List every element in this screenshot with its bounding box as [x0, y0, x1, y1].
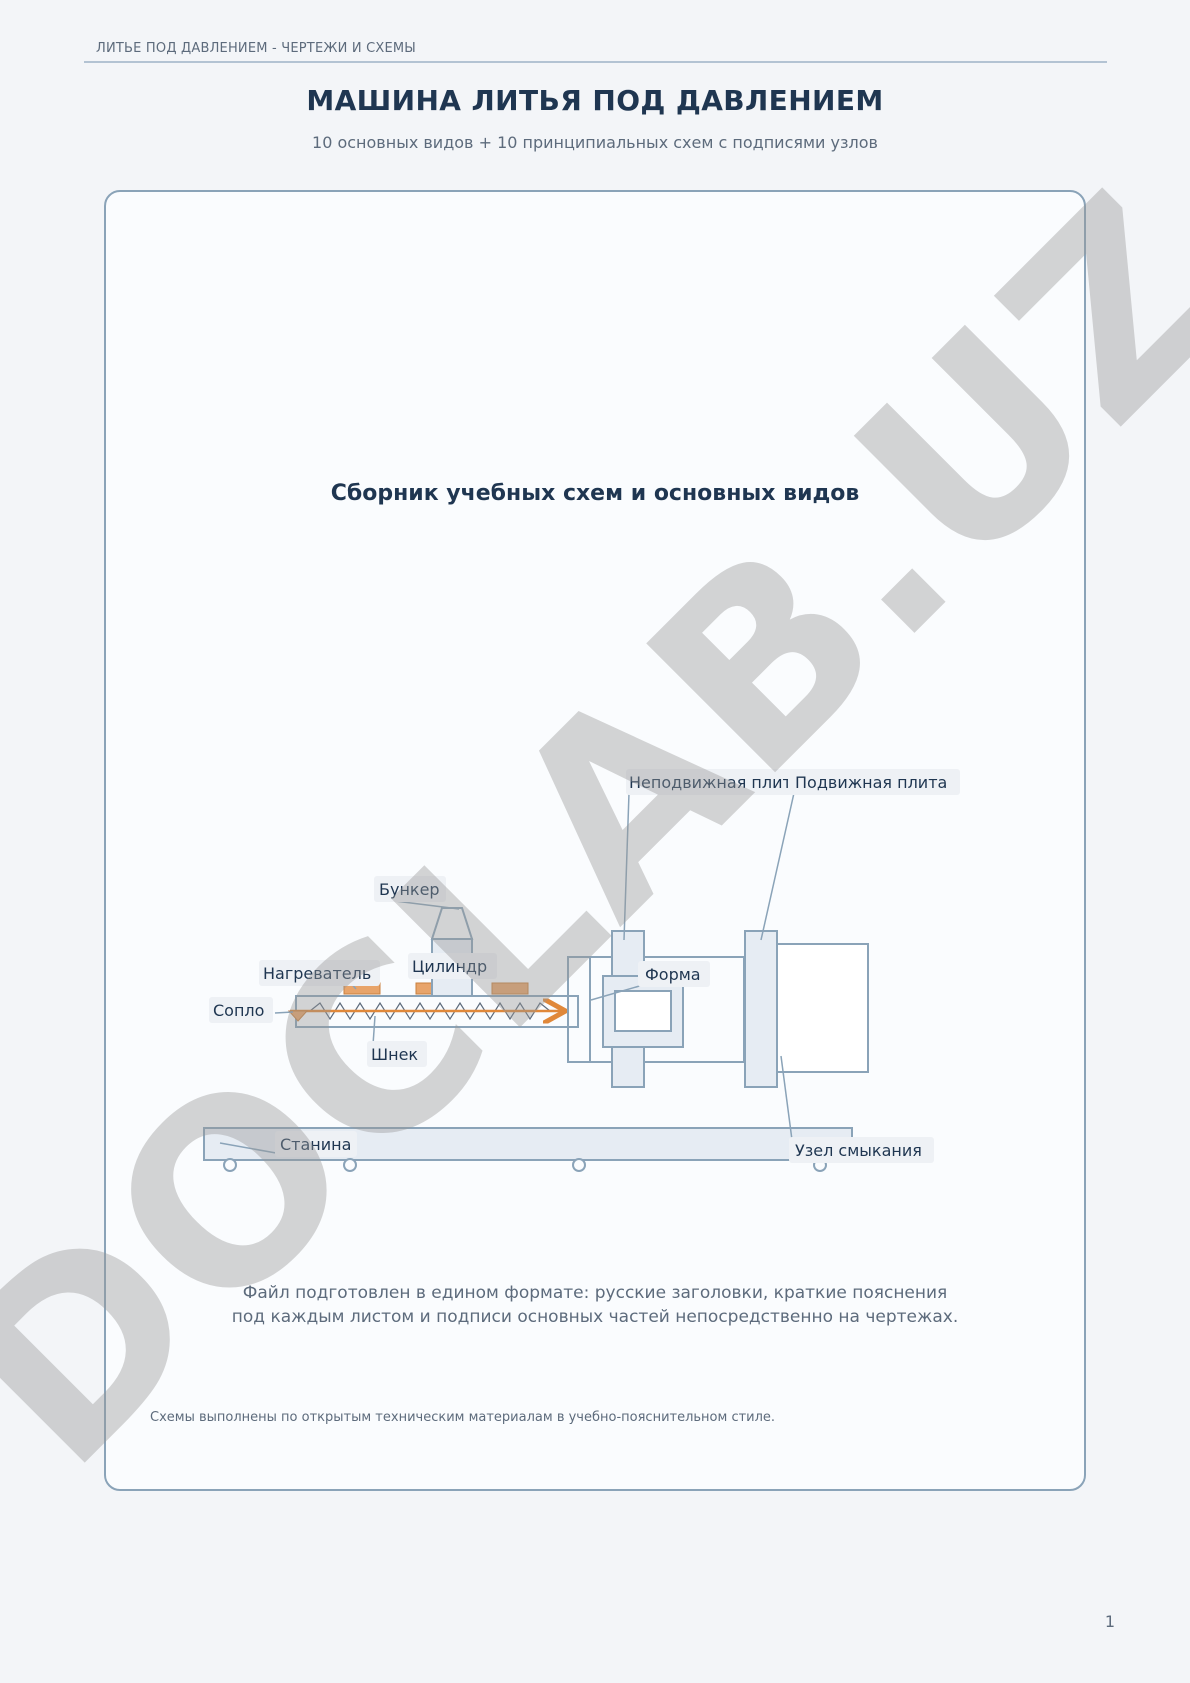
- label-moving-platen: Подвижная плита: [795, 773, 947, 792]
- label-bg: [626, 769, 792, 795]
- leader-clamp-unit: [780, 1055, 793, 1141]
- leader-nozzle: [274, 1011, 294, 1014]
- label-nozzle: Сопло: [213, 1001, 264, 1020]
- label-bg: [374, 876, 446, 902]
- label-bg: [259, 960, 380, 986]
- leader-fixed-platen: [623, 792, 630, 941]
- label-bg: [789, 1137, 934, 1163]
- page-title: МАШИНА ЛИТЬЯ ПОД ДАВЛЕНИЕМ: [306, 84, 884, 117]
- nozzle: [287, 1010, 309, 1022]
- frame-foot: [343, 1158, 357, 1172]
- page-number: 1: [1104, 1612, 1115, 1631]
- running-header: ЛИТЬЕ ПОД ДАВЛЕНИЕМ - ЧЕРТЕЖИ И СХЕМЫ: [96, 41, 416, 56]
- label-hopper: Бункер: [379, 880, 440, 899]
- hopper: [430, 907, 474, 940]
- label-clamp-unit: Узел смыкания: [795, 1141, 922, 1160]
- leader-moving-platen: [760, 792, 795, 941]
- card-heading: Сборник учебных схем и основных видов: [330, 481, 860, 506]
- label-heater: Нагреватель: [263, 964, 371, 983]
- mold-cavity: [614, 990, 672, 1032]
- label-fixed-platen: Неподвижная плита: [629, 773, 802, 792]
- label-bg: [209, 997, 273, 1023]
- label-cylinder: Цилиндр: [412, 957, 487, 976]
- frame-foot: [572, 1158, 586, 1172]
- card-footnote: Схемы выполнены по открытым техническим …: [150, 1410, 776, 1425]
- label-bg: [275, 1131, 357, 1157]
- label-bg: [367, 1041, 427, 1067]
- label-mold: Форма: [645, 965, 701, 984]
- leader-hopper: [394, 900, 460, 910]
- label-screw: Шнек: [371, 1045, 418, 1064]
- frame-foot: [223, 1158, 237, 1172]
- clamp-cylinder: [776, 943, 869, 1073]
- heater-band: [491, 982, 529, 995]
- card-description: Файл подготовлен в едином формате: русск…: [231, 1283, 959, 1327]
- moving-platen: [744, 930, 778, 1088]
- cover-card: [104, 190, 1086, 1491]
- leader-frame: [219, 1142, 277, 1154]
- label-bg: [638, 961, 710, 987]
- page-subtitle: 10 основных видов + 10 принципиальных сх…: [312, 133, 878, 152]
- label-bg: [408, 953, 497, 979]
- label-bg: [788, 769, 960, 795]
- label-frame: Станина: [280, 1135, 351, 1154]
- header-rule: [84, 61, 1107, 63]
- leader-mold: [590, 984, 644, 1001]
- screw-flight: [309, 1001, 551, 1021]
- leader-screw: [372, 1015, 376, 1046]
